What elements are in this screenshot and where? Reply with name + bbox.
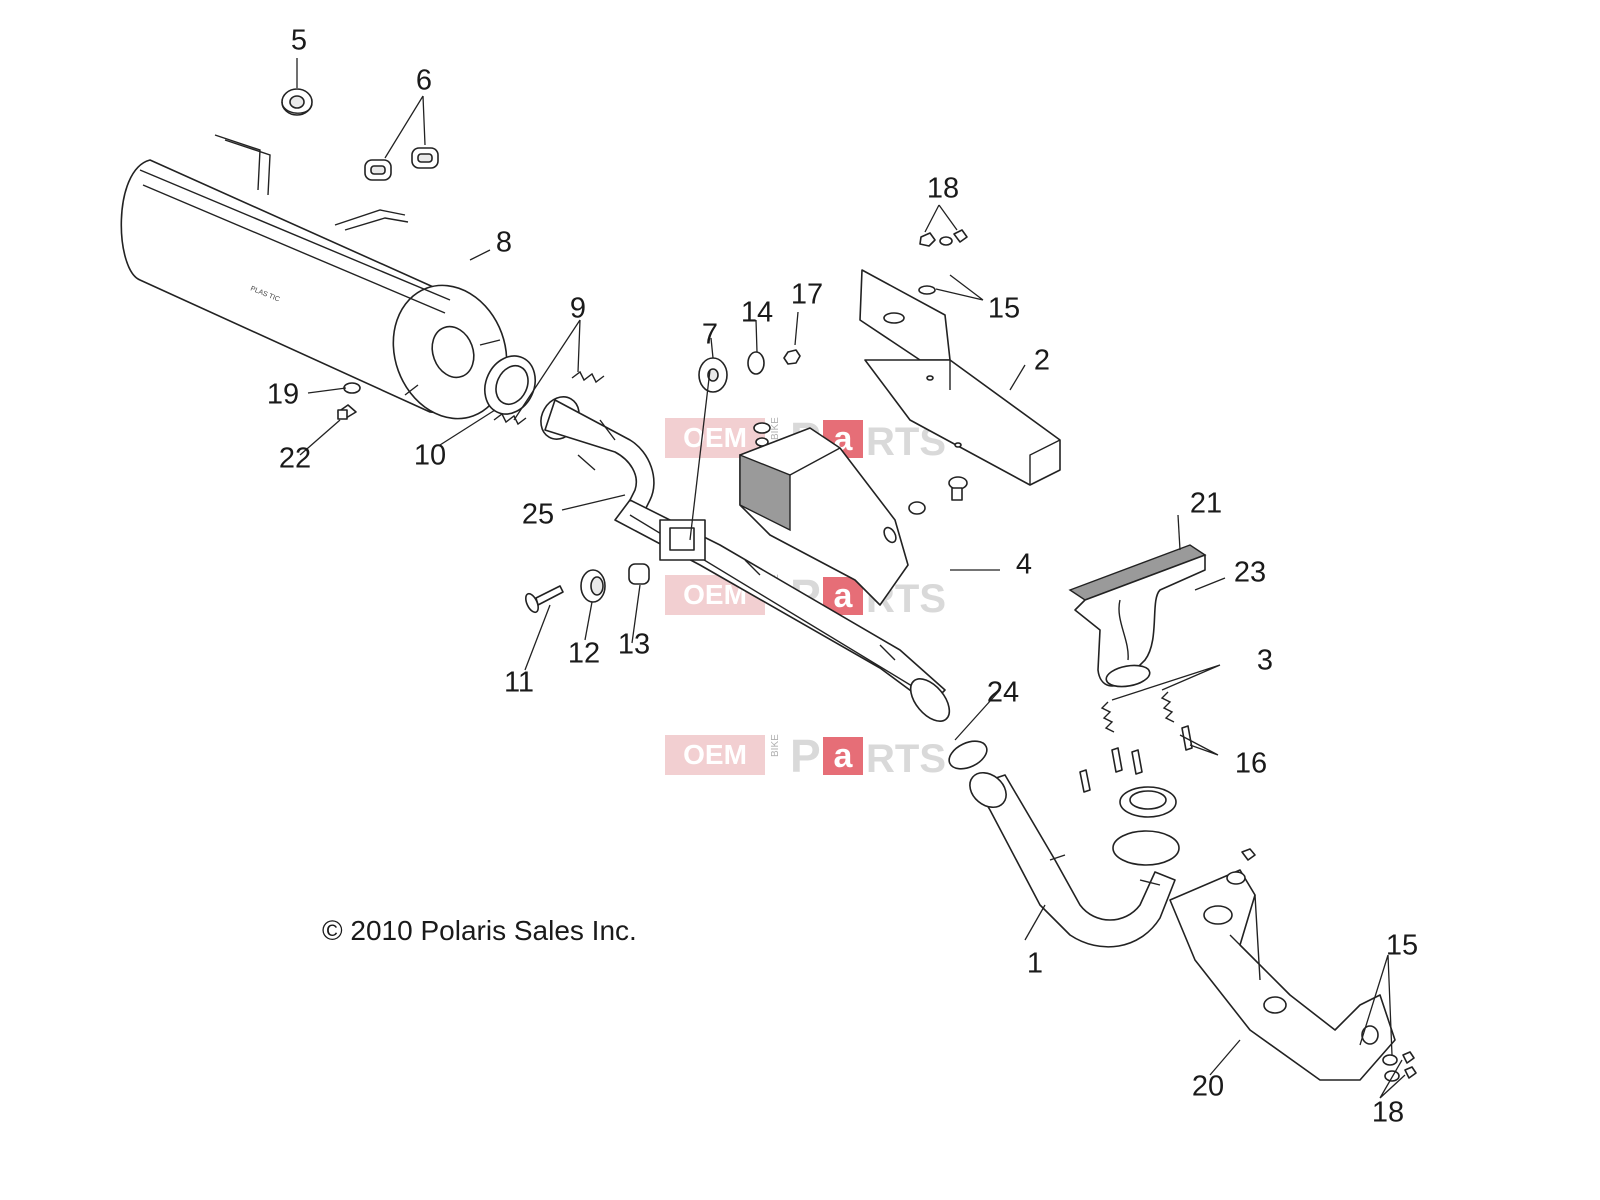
watermark-3: OEM BIKE P a RTS [665, 730, 946, 782]
spring-3-parts [1100, 691, 1175, 733]
gasket-10-part [484, 355, 536, 415]
callout-4: 4 [1016, 549, 1032, 581]
nut-17-part [783, 349, 801, 365]
hardware-group-mid [753, 422, 968, 515]
callout-14: 14 [741, 297, 773, 329]
callout-5: 5 [291, 25, 307, 57]
bolt-18-top-parts [919, 229, 968, 247]
callout-23: 23 [1234, 557, 1266, 589]
callouts: 5 6 8 9 7 14 17 18 15 2 19 22 10 25 4 21… [267, 25, 1418, 1129]
svg-text:BIKE: BIKE [770, 417, 781, 440]
stud-16-parts [1079, 725, 1193, 793]
washer-15-top-part [918, 285, 936, 295]
muffler-part: PLAS TIC [120, 134, 508, 420]
isolator-6-parts [364, 147, 439, 181]
head-pipe-1-part [969, 771, 1176, 948]
svg-text:OEM: OEM [683, 422, 747, 453]
washer-7-part [698, 357, 728, 393]
copyright-notice: © 2010 Polaris Sales Inc. [322, 915, 637, 946]
bolt-11-part [525, 585, 564, 614]
callout-15-bottom: 15 [1386, 930, 1418, 962]
bolt-22-part [337, 404, 357, 420]
callout-11: 11 [504, 667, 534, 699]
grommet-12-part [580, 569, 606, 603]
svg-text:RTS: RTS [866, 737, 946, 781]
callout-16: 16 [1235, 748, 1267, 780]
callout-20: 20 [1192, 1071, 1224, 1103]
callout-2: 2 [1034, 345, 1050, 377]
svg-text:a: a [834, 737, 854, 775]
callout-25: 25 [522, 499, 554, 531]
svg-text:OEM: OEM [683, 739, 747, 770]
callout-17: 17 [791, 279, 823, 311]
svg-text:BIKE: BIKE [770, 734, 781, 757]
callout-8: 8 [496, 227, 512, 259]
callout-7: 7 [702, 319, 718, 351]
callout-12: 12 [568, 638, 600, 670]
callout-1: 1 [1027, 948, 1043, 980]
callout-6: 6 [416, 65, 432, 97]
callout-3: 3 [1257, 645, 1273, 677]
callout-13: 13 [618, 629, 650, 661]
grommet-5-part [281, 88, 313, 116]
bracket-2-part [859, 269, 1061, 486]
callout-22: 22 [279, 443, 311, 475]
washer-14-part [747, 351, 765, 375]
callout-15-top: 15 [988, 293, 1020, 325]
callout-10: 10 [414, 440, 446, 472]
callout-18-bottom: 18 [1372, 1097, 1404, 1129]
svg-text:a: a [834, 577, 854, 615]
manifold-23-part [1074, 554, 1206, 688]
callout-24: 24 [987, 677, 1019, 709]
callout-18-top: 18 [927, 173, 959, 205]
callout-19: 19 [267, 379, 299, 411]
callout-9: 9 [570, 293, 586, 325]
svg-text:P: P [790, 730, 821, 782]
spring-9-parts [493, 370, 605, 426]
leader-lines [296, 58, 1406, 1099]
heat-shield-20-part [1169, 869, 1396, 1081]
callout-21: 21 [1190, 488, 1222, 520]
bushing-13-part [628, 563, 650, 585]
mid-pipe-25-part [540, 396, 951, 722]
washer-19-part [343, 382, 361, 394]
seal-ring-parts [948, 740, 1180, 866]
heat-shield-4-part [739, 427, 909, 606]
